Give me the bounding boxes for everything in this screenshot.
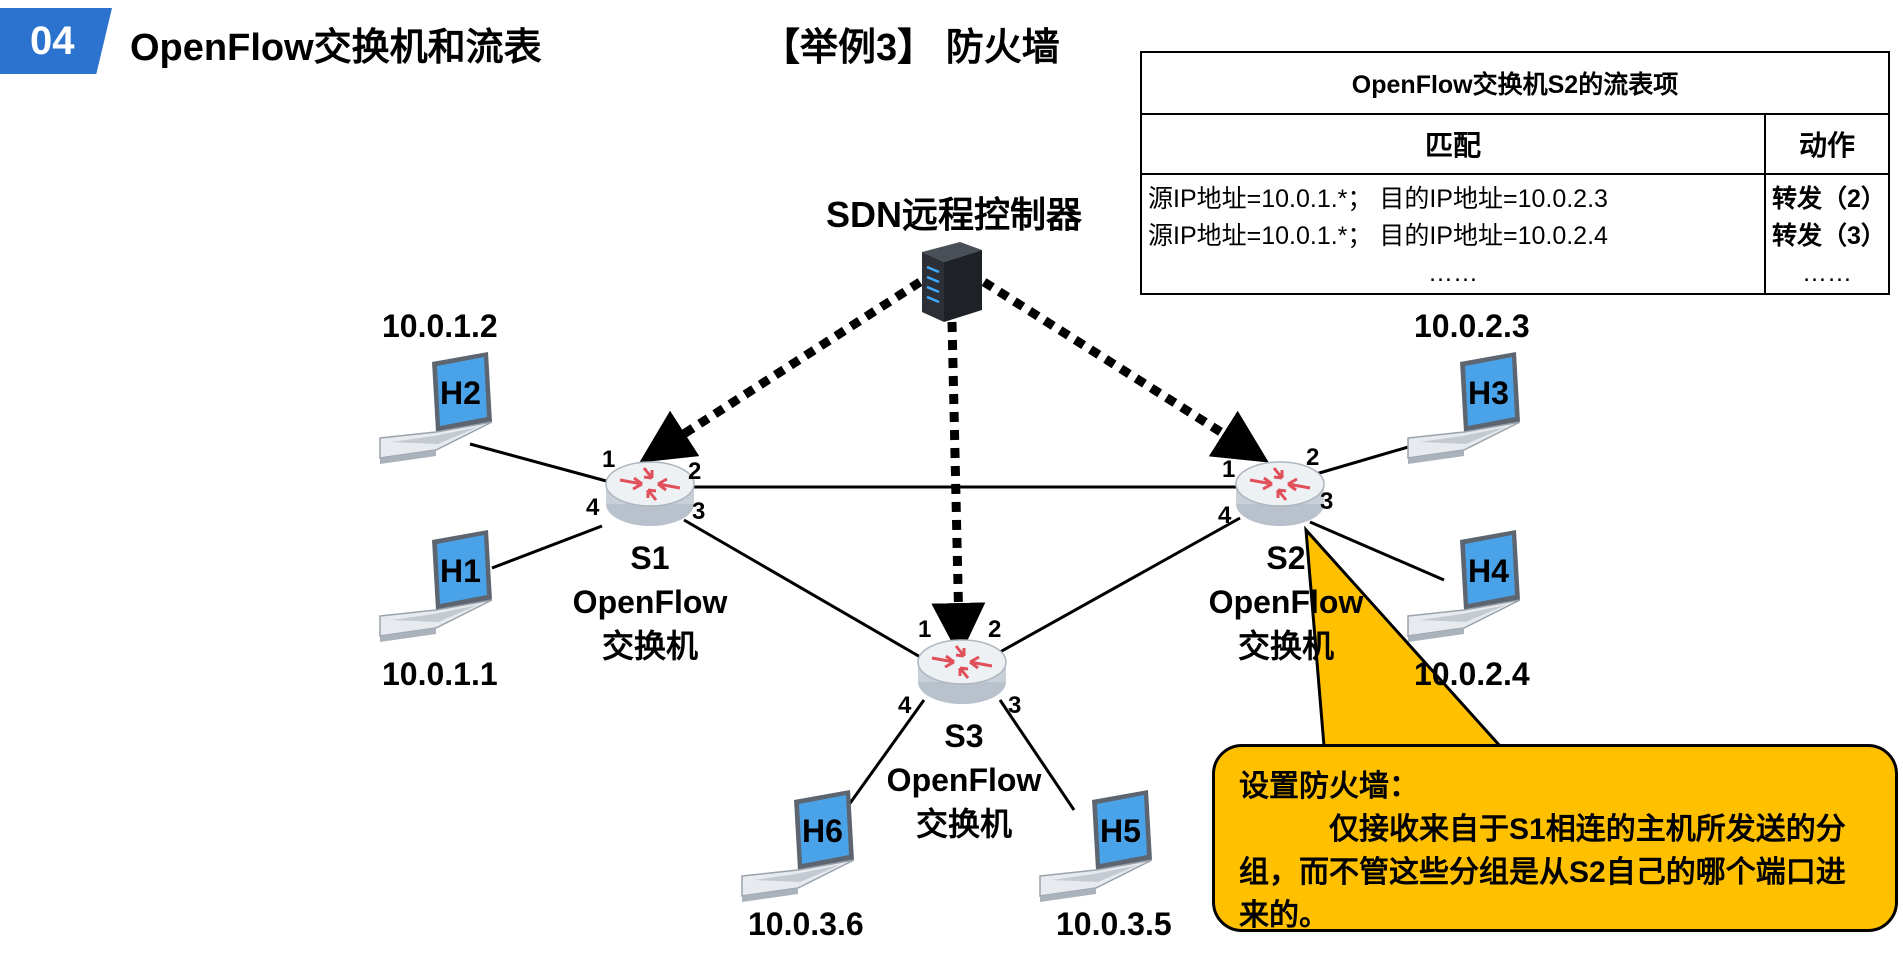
s3-port-1: 1 bbox=[918, 616, 932, 643]
flow-entry-1-action: 转发（2） bbox=[1772, 185, 1886, 213]
example-title: 【举例3】 防火墙 bbox=[762, 27, 1060, 69]
host-h2-label: H2 bbox=[440, 375, 481, 411]
s2-port-4: 4 bbox=[1218, 502, 1232, 529]
host-h4-ip: 10.0.2.4 bbox=[1414, 656, 1530, 692]
switch-s2-line2: 交换机 bbox=[1237, 628, 1334, 664]
host-h2-ip: 10.0.1.2 bbox=[382, 308, 498, 344]
switch-s1-label: S1 OpenFlow 交换机 bbox=[570, 536, 730, 668]
page-title: OpenFlow交换机和流表 bbox=[130, 27, 542, 69]
switch-s2-label: S2 OpenFlow 交换机 bbox=[1206, 536, 1366, 668]
link-s3-h6 bbox=[846, 699, 926, 807]
control-link-s2 bbox=[981, 278, 1269, 463]
host-h6-ip: 10.0.3.6 bbox=[748, 906, 864, 942]
host-h3-ip: 10.0.2.3 bbox=[1414, 308, 1530, 344]
s2-port-3: 3 bbox=[1320, 488, 1334, 515]
host-h1-ip: 10.0.1.1 bbox=[382, 656, 498, 692]
match-column-header: 匹配 bbox=[1140, 113, 1766, 175]
flow-entry-3-match: …… bbox=[1428, 259, 1478, 287]
switch-s3-id: S3 bbox=[944, 718, 984, 754]
switch-s1-icon bbox=[604, 460, 696, 528]
host-h5-label: H5 bbox=[1100, 813, 1141, 849]
s1-port-1: 1 bbox=[602, 446, 616, 473]
control-channels bbox=[639, 278, 1269, 657]
host-h4-label: H4 bbox=[1468, 553, 1509, 589]
flow-table-caption: OpenFlow交换机S2的流表项 bbox=[1140, 51, 1890, 115]
switch-s1-line2: 交换机 bbox=[601, 628, 698, 664]
firewall-callout: 设置防火墙： 仅接收来自于S1相连的主机所发送的分组，而不管这些分组是从S2自己… bbox=[1212, 744, 1898, 932]
controller-label: SDN远程控制器 bbox=[826, 194, 1083, 235]
callout-title: 设置防火墙： bbox=[1239, 770, 1419, 803]
link-s3-h5 bbox=[998, 699, 1076, 811]
action-cell: 转发（2） 转发（3） …… bbox=[1764, 173, 1890, 295]
switch-s1-line1: OpenFlow bbox=[572, 584, 728, 620]
switch-s2-line1: OpenFlow bbox=[1208, 584, 1364, 620]
match-cell: 源IP地址=10.0.1.*； 目的IP地址=10.0.2.3 源IP地址=10… bbox=[1140, 173, 1766, 295]
host-h6-label: H6 bbox=[802, 813, 843, 849]
flow-entry-2-match: 源IP地址=10.0.1.*； 目的IP地址=10.0.2.4 bbox=[1148, 222, 1608, 250]
control-link-s1 bbox=[639, 278, 923, 463]
flow-table: OpenFlow交换机S2的流表项 匹配 动作 源IP地址=10.0.1.*； … bbox=[1140, 51, 1890, 295]
switch-s3-label: S3 OpenFlow 交换机 bbox=[884, 714, 1044, 846]
s3-port-3: 3 bbox=[1008, 692, 1022, 719]
link-s1-s3 bbox=[683, 518, 923, 660]
switch-s3-line1: OpenFlow bbox=[886, 762, 1042, 798]
s2-port-2: 2 bbox=[1306, 444, 1320, 471]
host-h5-ip: 10.0.3.5 bbox=[1056, 906, 1172, 942]
link-s2-s3 bbox=[999, 516, 1241, 654]
action-column-header: 动作 bbox=[1764, 113, 1890, 175]
callout-body: 仅接收来自于S1相连的主机所发送的分组，而不管这些分组是从S2自己的哪个端口进来… bbox=[1239, 813, 1846, 932]
host-h3-label: H3 bbox=[1468, 375, 1509, 411]
links bbox=[469, 438, 1445, 811]
s1-port-2: 2 bbox=[688, 458, 702, 485]
flow-entry-2-action: 转发（3） bbox=[1772, 222, 1886, 250]
s3-port-2: 2 bbox=[988, 616, 1002, 643]
control-link-s3 bbox=[931, 321, 986, 657]
section-number-badge: 04 bbox=[0, 8, 112, 74]
switch-s3-line2: 交换机 bbox=[915, 806, 1012, 842]
s1-port-3: 3 bbox=[692, 498, 706, 525]
link-s2-h4 bbox=[1309, 520, 1445, 582]
switch-s2-id: S2 bbox=[1266, 540, 1306, 576]
s3-port-4: 4 bbox=[898, 692, 912, 719]
link-h2-s1 bbox=[469, 442, 611, 484]
flow-entry-1-match: 源IP地址=10.0.1.*； 目的IP地址=10.0.2.3 bbox=[1148, 185, 1608, 213]
server-icon bbox=[922, 242, 982, 322]
switch-s3-icon bbox=[916, 638, 1008, 706]
switch-s1-id: S1 bbox=[630, 540, 670, 576]
s1-port-4: 4 bbox=[586, 494, 600, 521]
flow-entry-3-action: …… bbox=[1802, 259, 1852, 287]
s2-port-1: 1 bbox=[1222, 456, 1236, 483]
link-h1-s1 bbox=[491, 524, 603, 570]
host-h1-label: H1 bbox=[440, 553, 481, 589]
